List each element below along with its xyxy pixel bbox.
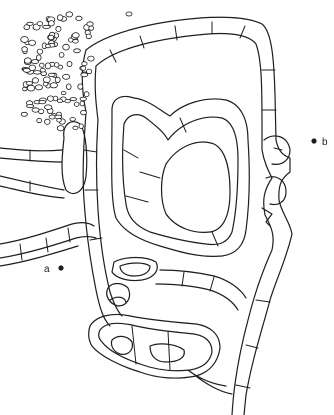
granule (37, 22, 43, 26)
label-b-dot (311, 138, 316, 143)
granule (40, 63, 45, 67)
granule (66, 12, 73, 17)
granule (45, 105, 52, 110)
left-branch-filaments (0, 148, 96, 266)
granule (63, 44, 70, 50)
granule (48, 21, 54, 26)
granule (73, 39, 79, 43)
granule (88, 56, 94, 61)
label-a-dot (58, 265, 63, 270)
granule (27, 22, 33, 25)
granule (48, 73, 55, 76)
granule (33, 71, 41, 75)
granule (66, 84, 71, 90)
granule (76, 16, 82, 20)
label-a-marker: a (44, 264, 64, 275)
granule (24, 58, 31, 64)
granule-cluster (21, 12, 94, 131)
granule (29, 65, 36, 71)
right-bumps (262, 136, 290, 226)
granule (39, 100, 46, 103)
granule (86, 34, 91, 39)
granule (43, 25, 51, 28)
granule (37, 49, 43, 54)
lower-cell-branch (107, 258, 246, 311)
granule (79, 124, 83, 129)
granule (87, 69, 92, 74)
granule (73, 126, 78, 129)
granule (55, 77, 60, 82)
granule (47, 96, 53, 101)
granule (32, 108, 39, 112)
granule (59, 53, 64, 58)
granule (65, 99, 70, 102)
granule (57, 15, 63, 21)
granule (82, 62, 87, 66)
granule (45, 119, 51, 124)
top-mark (126, 12, 132, 16)
granule (27, 105, 34, 108)
label-b: b (322, 137, 328, 148)
granule (21, 37, 29, 43)
granule (26, 82, 33, 86)
granule (50, 83, 57, 88)
granule (39, 109, 44, 114)
granule (81, 66, 86, 70)
granule (84, 92, 89, 97)
granule (48, 35, 54, 40)
granule (55, 115, 62, 119)
granule (32, 78, 38, 83)
granule (22, 47, 28, 52)
central-cell-complex (112, 97, 250, 257)
granule (70, 118, 76, 122)
granule (45, 63, 50, 69)
granule (37, 55, 42, 60)
label-a: a (44, 264, 50, 275)
granule (61, 92, 66, 95)
label-b-marker: b (311, 137, 328, 148)
granule (56, 26, 61, 31)
granule (78, 84, 83, 89)
granule (27, 85, 34, 91)
granule (63, 74, 70, 79)
granule (21, 112, 27, 116)
granule (70, 98, 77, 101)
granule (43, 82, 48, 86)
granule (87, 22, 93, 26)
granule (53, 96, 58, 101)
granule (37, 118, 42, 122)
granule (29, 40, 36, 45)
granule (67, 61, 72, 66)
granule (81, 110, 87, 114)
granule (80, 97, 86, 101)
granule (74, 49, 81, 53)
outer-filament (86, 17, 292, 415)
granule (72, 33, 79, 38)
granule (43, 77, 50, 83)
granule (81, 73, 88, 77)
granule (54, 63, 59, 68)
granule (23, 87, 28, 91)
granule (57, 126, 64, 131)
granule (46, 44, 51, 48)
granule (80, 101, 84, 106)
granule (35, 85, 42, 90)
granule (74, 102, 79, 106)
